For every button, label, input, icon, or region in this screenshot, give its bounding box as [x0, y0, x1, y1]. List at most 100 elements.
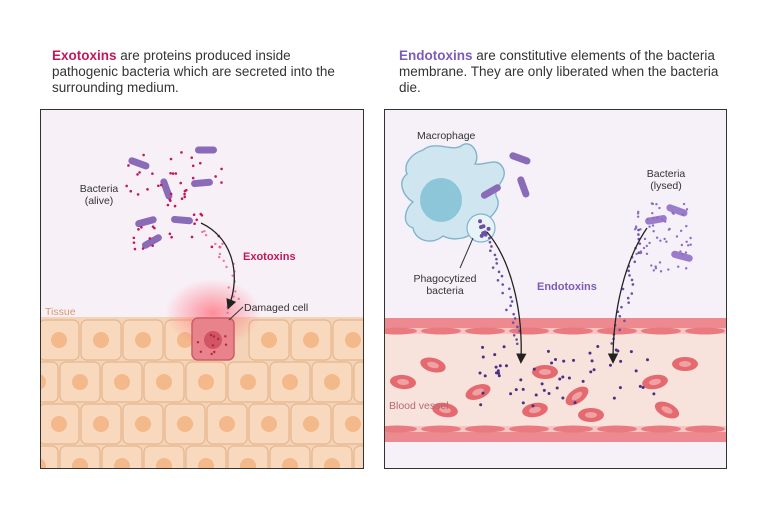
endotoxin-dot: [652, 217, 655, 220]
endotoxin-dot: [627, 269, 630, 273]
endotoxin-dot: [648, 225, 651, 228]
exotoxin-dot: [132, 236, 136, 240]
bacterium-rod: [160, 178, 173, 200]
endotoxin-dot: [542, 388, 546, 392]
endotoxin-dot: [573, 401, 577, 405]
bacterium-rod: [191, 178, 213, 188]
exotoxin-dot: [168, 232, 172, 236]
endotoxin-dot: [496, 369, 500, 373]
endotoxin-dot: [682, 202, 686, 206]
endotoxin-dot: [590, 359, 594, 363]
endotoxin-dot: [651, 224, 655, 227]
vessel-wall-cell: [685, 425, 725, 433]
tissue-cell: [41, 445, 59, 468]
tissue-cell-nucleus: [156, 374, 172, 390]
exotoxin-dot: [222, 259, 225, 262]
exotoxin-particles: [125, 151, 240, 315]
exotoxin-dot: [199, 161, 202, 165]
exotoxin-dot: [171, 172, 175, 175]
endotoxin-dot: [509, 392, 513, 396]
tissue-cell-nucleus: [240, 374, 256, 390]
endotoxin-dot: [497, 270, 501, 274]
endotoxin-dot: [645, 244, 648, 248]
endotoxin-dot: [501, 291, 504, 295]
endotoxin-dot: [635, 252, 638, 256]
lysed-text: (lysed): [650, 180, 682, 192]
exotoxin-dot: [214, 175, 217, 178]
endotoxin-dot: [685, 224, 688, 228]
alive-label-text: (alive): [84, 195, 114, 207]
exotoxins-term: Exotoxins: [52, 48, 117, 63]
tissue-cell-nucleus: [282, 458, 298, 468]
exotoxin-dot: [151, 172, 154, 175]
endotoxin-dot: [664, 220, 667, 223]
tissue-cell: [185, 445, 227, 468]
tissue-cell-nucleus: [135, 332, 151, 348]
exotoxin-dot: [159, 183, 163, 187]
endotoxin-dot: [500, 274, 504, 278]
endotoxin-dot: [652, 269, 656, 272]
tissue-cell: [353, 361, 363, 403]
endotoxin-dot: [515, 338, 518, 341]
exotoxin-dot: [169, 157, 173, 161]
endotoxin-dot: [513, 317, 517, 320]
damaged-cell-leader: [228, 306, 244, 321]
endotoxin-dot: [521, 387, 525, 391]
endotoxin-dot: [608, 363, 612, 367]
endotoxin-dot: [621, 287, 625, 291]
vessel-wall-cell: [421, 425, 461, 433]
tissue-cell-nucleus: [51, 416, 67, 432]
vessel-wall-cell: [509, 425, 549, 433]
endotoxin-dot: [639, 228, 642, 231]
endotoxin-dot: [634, 225, 638, 228]
tissue-cell-nucleus: [240, 458, 256, 468]
vessel-wall-cell: [597, 327, 637, 335]
exotoxin-dot: [148, 237, 152, 240]
endotoxin-dot: [631, 283, 635, 286]
endotoxin-dot: [642, 246, 646, 250]
exotoxin-dot: [140, 225, 143, 229]
exotoxin-dot: [211, 344, 215, 347]
endotoxin-dot: [501, 283, 505, 286]
secretion-arrow: [200, 222, 237, 310]
exotoxin-dot: [184, 188, 188, 192]
tissue-cell-nucleus: [72, 374, 88, 390]
red-blood-cells: [390, 357, 698, 422]
exotoxin-dot: [201, 230, 204, 234]
endotoxin-dot: [633, 260, 637, 264]
endotoxin-panel: Macrophage Bacteria (lysed) Phagocytized…: [384, 109, 727, 469]
exotoxins-description: are proteins produced inside pathogenic …: [52, 48, 335, 95]
tissue-cell-nucleus: [261, 332, 277, 348]
exotoxin-dot: [190, 156, 194, 159]
endotoxin-dot: [685, 267, 688, 270]
endotoxin-dot: [592, 368, 596, 372]
endotoxin-dot: [651, 211, 654, 215]
exotoxin-dot: [232, 295, 235, 298]
exotoxin-dot: [151, 225, 155, 228]
endotoxin-dot: [550, 361, 554, 365]
tissue-cell-nucleus: [345, 416, 361, 432]
vessel-wall-cell: [509, 327, 549, 335]
endotoxin-dot: [488, 236, 491, 240]
exotoxin-dot: [183, 192, 186, 196]
endotoxin-dot: [509, 295, 513, 299]
phagocytized-bacterium: [479, 225, 484, 230]
tissue-cell-nucleus: [135, 416, 151, 432]
endotoxin-dot: [494, 371, 498, 375]
phago-bacteria-text: bacteria: [426, 285, 464, 297]
endotoxin-dot: [488, 240, 492, 244]
endotoxin-dot: [481, 345, 485, 349]
endotoxin-dot: [659, 239, 662, 242]
rbc-center: [661, 406, 673, 414]
exotoxin-dot: [179, 181, 183, 185]
exotoxin-dot: [142, 153, 145, 157]
rbc-center: [585, 412, 597, 418]
endotoxin-dot: [555, 386, 559, 390]
endotoxin-dot: [665, 240, 668, 243]
endotoxin-dot: [641, 385, 645, 389]
endotoxin-dot: [638, 384, 642, 388]
endotoxin-dot: [494, 365, 498, 369]
exotoxin-dot: [191, 176, 195, 180]
tissue-cell: [59, 445, 101, 468]
endotoxin-dot: [619, 359, 623, 363]
